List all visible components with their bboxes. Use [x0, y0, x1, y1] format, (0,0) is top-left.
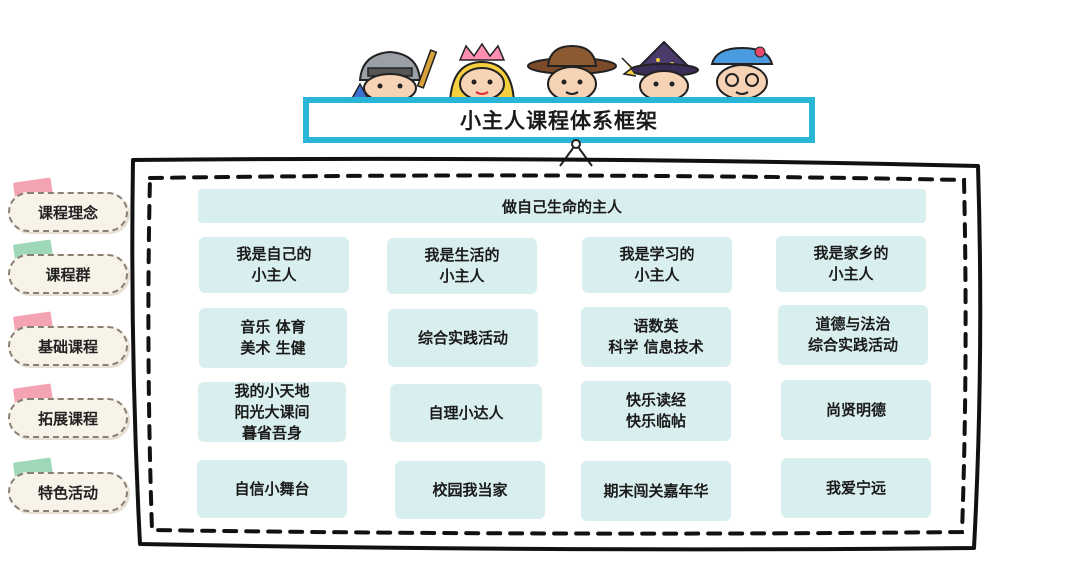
extended-course-cell: 自理小达人: [390, 384, 542, 442]
philosophy-banner: 做自己生命的主人: [198, 189, 926, 223]
special-activity-cell: 校园我当家: [395, 461, 545, 519]
side-label-text: 课程群: [8, 254, 128, 294]
course-group-cell: 我是学习的 小主人: [582, 237, 732, 293]
cartoon-kids-illustration: [349, 40, 774, 102]
special-activity-cell: 期末闯关嘉年华: [581, 461, 731, 521]
hanger-icon: [559, 139, 593, 167]
cowboy-kid-icon: [527, 44, 617, 102]
extended-course-cell: 快乐读经 快乐临帖: [581, 381, 731, 441]
basic-course-cell: 综合实践活动: [388, 309, 538, 367]
extended-course-cell: 我的小天地 阳光大课间 暮省吾身: [198, 382, 346, 442]
basic-course-cell: 语数英 科学 信息技术: [581, 307, 731, 367]
special-activity-cell: 我爱宁远: [781, 458, 931, 518]
wizard-kid-icon: [621, 40, 699, 102]
basic-course-cell: 音乐 体育 美术 生健: [199, 308, 347, 368]
glasses-kid-icon: [710, 46, 774, 100]
course-group-cell: 我是家乡的 小主人: [776, 236, 926, 292]
side-label-text: 基础课程: [8, 326, 128, 366]
side-label-extended-courses: 拓展课程: [8, 383, 128, 438]
basic-course-cell: 道德与法治 综合实践活动: [778, 305, 928, 365]
side-label-special-activities: 特色活动: [8, 457, 128, 512]
special-activity-cell: 自信小舞台: [197, 460, 347, 518]
course-group-cell: 我是生活的 小主人: [387, 238, 537, 294]
side-label-text: 课程理念: [8, 192, 128, 232]
side-label-philosophy: 课程理念: [8, 177, 128, 232]
side-label-text: 特色活动: [8, 472, 128, 512]
side-label-basic-courses: 基础课程: [8, 311, 128, 366]
side-label-course-groups: 课程群: [8, 239, 128, 294]
extended-course-cell: 尚贤明德: [781, 380, 931, 440]
side-label-text: 拓展课程: [8, 398, 128, 438]
diagram-title: 小主人课程体系框架: [303, 97, 815, 143]
knight-kid-icon: [349, 49, 438, 102]
princess-kid-icon: [448, 42, 516, 102]
course-group-cell: 我是自己的 小主人: [199, 237, 349, 293]
